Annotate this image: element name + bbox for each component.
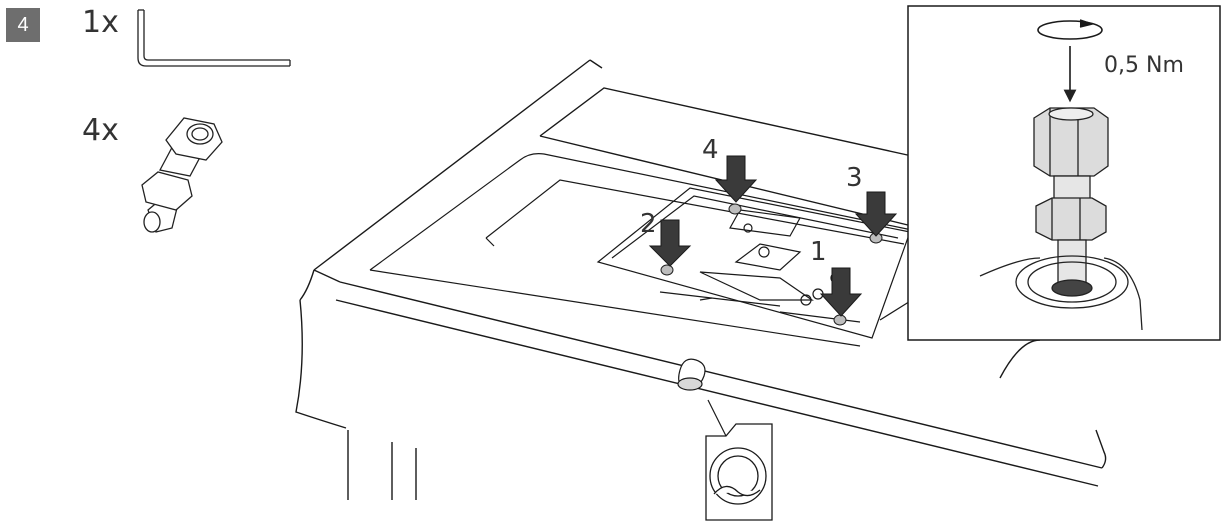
- part-quantity-allen-key: 1x: [82, 5, 119, 40]
- clip-detail-callout: [705, 423, 773, 521]
- mounting-bolt-icon: [141, 117, 223, 233]
- part-quantity-bolt: 4x: [82, 113, 119, 148]
- mount-holes: [660, 203, 883, 326]
- arrow-down-icon: [714, 155, 758, 203]
- mount-hole-2: [660, 264, 674, 276]
- insert-arrows: [648, 155, 898, 317]
- arrow-down-icon: [854, 191, 898, 237]
- cable-clip: [677, 358, 727, 437]
- bolt-being-tightened: [1033, 107, 1109, 287]
- allen-key-icon: [137, 9, 291, 67]
- vesa-mount-panel: [369, 153, 913, 347]
- arrow-down-icon: [819, 267, 863, 317]
- mount-hole-4: [728, 203, 742, 215]
- callout-number-1: 1: [810, 237, 827, 267]
- step-number-badge: 4: [6, 8, 40, 42]
- arrow-down-icon: [648, 219, 692, 267]
- rotate-clockwise-icon: [1037, 19, 1103, 40]
- torque-value: 0,5 Nm: [1104, 53, 1184, 78]
- callout-number-2: 2: [640, 209, 657, 239]
- torque-detail-box: 0,5 Nm: [907, 5, 1221, 341]
- tv-back-outline: [295, 59, 1107, 500]
- mount-socket: [979, 255, 1143, 331]
- mount-hole-1: [833, 314, 847, 326]
- callout-number-3: 3: [846, 163, 863, 193]
- callout-number-4: 4: [702, 135, 719, 165]
